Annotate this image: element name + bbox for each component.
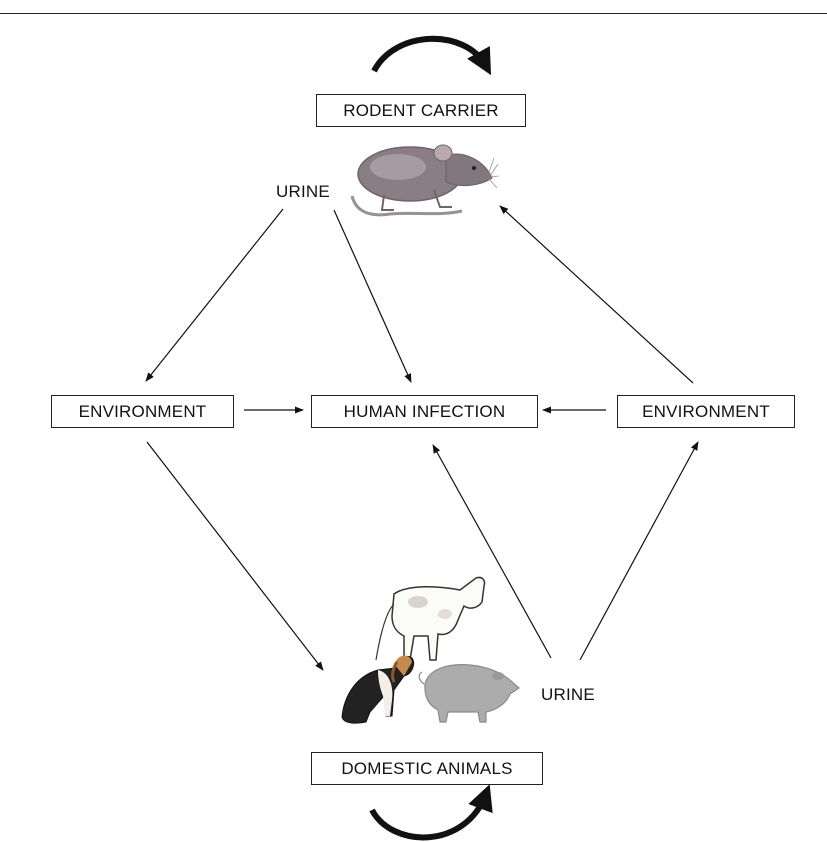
urine-label-rodent: URINE bbox=[276, 182, 330, 201]
rodent-self-loop-arrow bbox=[371, 35, 492, 76]
top-rule bbox=[0, 13, 827, 14]
environment-left-node: ENVIRONMENT bbox=[51, 395, 234, 428]
edge-environment-right-to-rodent bbox=[499, 205, 694, 384]
human-infection-node: HUMAN INFECTION bbox=[311, 395, 538, 428]
edge-urine-to-human-infection bbox=[333, 209, 412, 383]
domestic-animals-node: DOMESTIC ANIMALS bbox=[311, 752, 543, 785]
edge-environment-left-to-domestic bbox=[146, 441, 324, 671]
edge-urine-to-environment-left bbox=[145, 208, 284, 382]
urine-label-domestic: URINE bbox=[541, 685, 595, 704]
edge-urine-domestic-to-environment-right bbox=[579, 441, 699, 661]
dog-illustration bbox=[341, 655, 415, 724]
pig-illustration bbox=[418, 664, 520, 723]
cow-illustration bbox=[375, 576, 486, 661]
edge-urine-domestic-to-human-infection bbox=[432, 444, 552, 659]
rodent-carrier-node: RODENT CARRIER bbox=[316, 94, 526, 127]
environment-right-node: ENVIRONMENT bbox=[617, 395, 795, 428]
domestic-self-loop-arrow bbox=[369, 784, 493, 841]
rat-illustration bbox=[350, 144, 500, 217]
